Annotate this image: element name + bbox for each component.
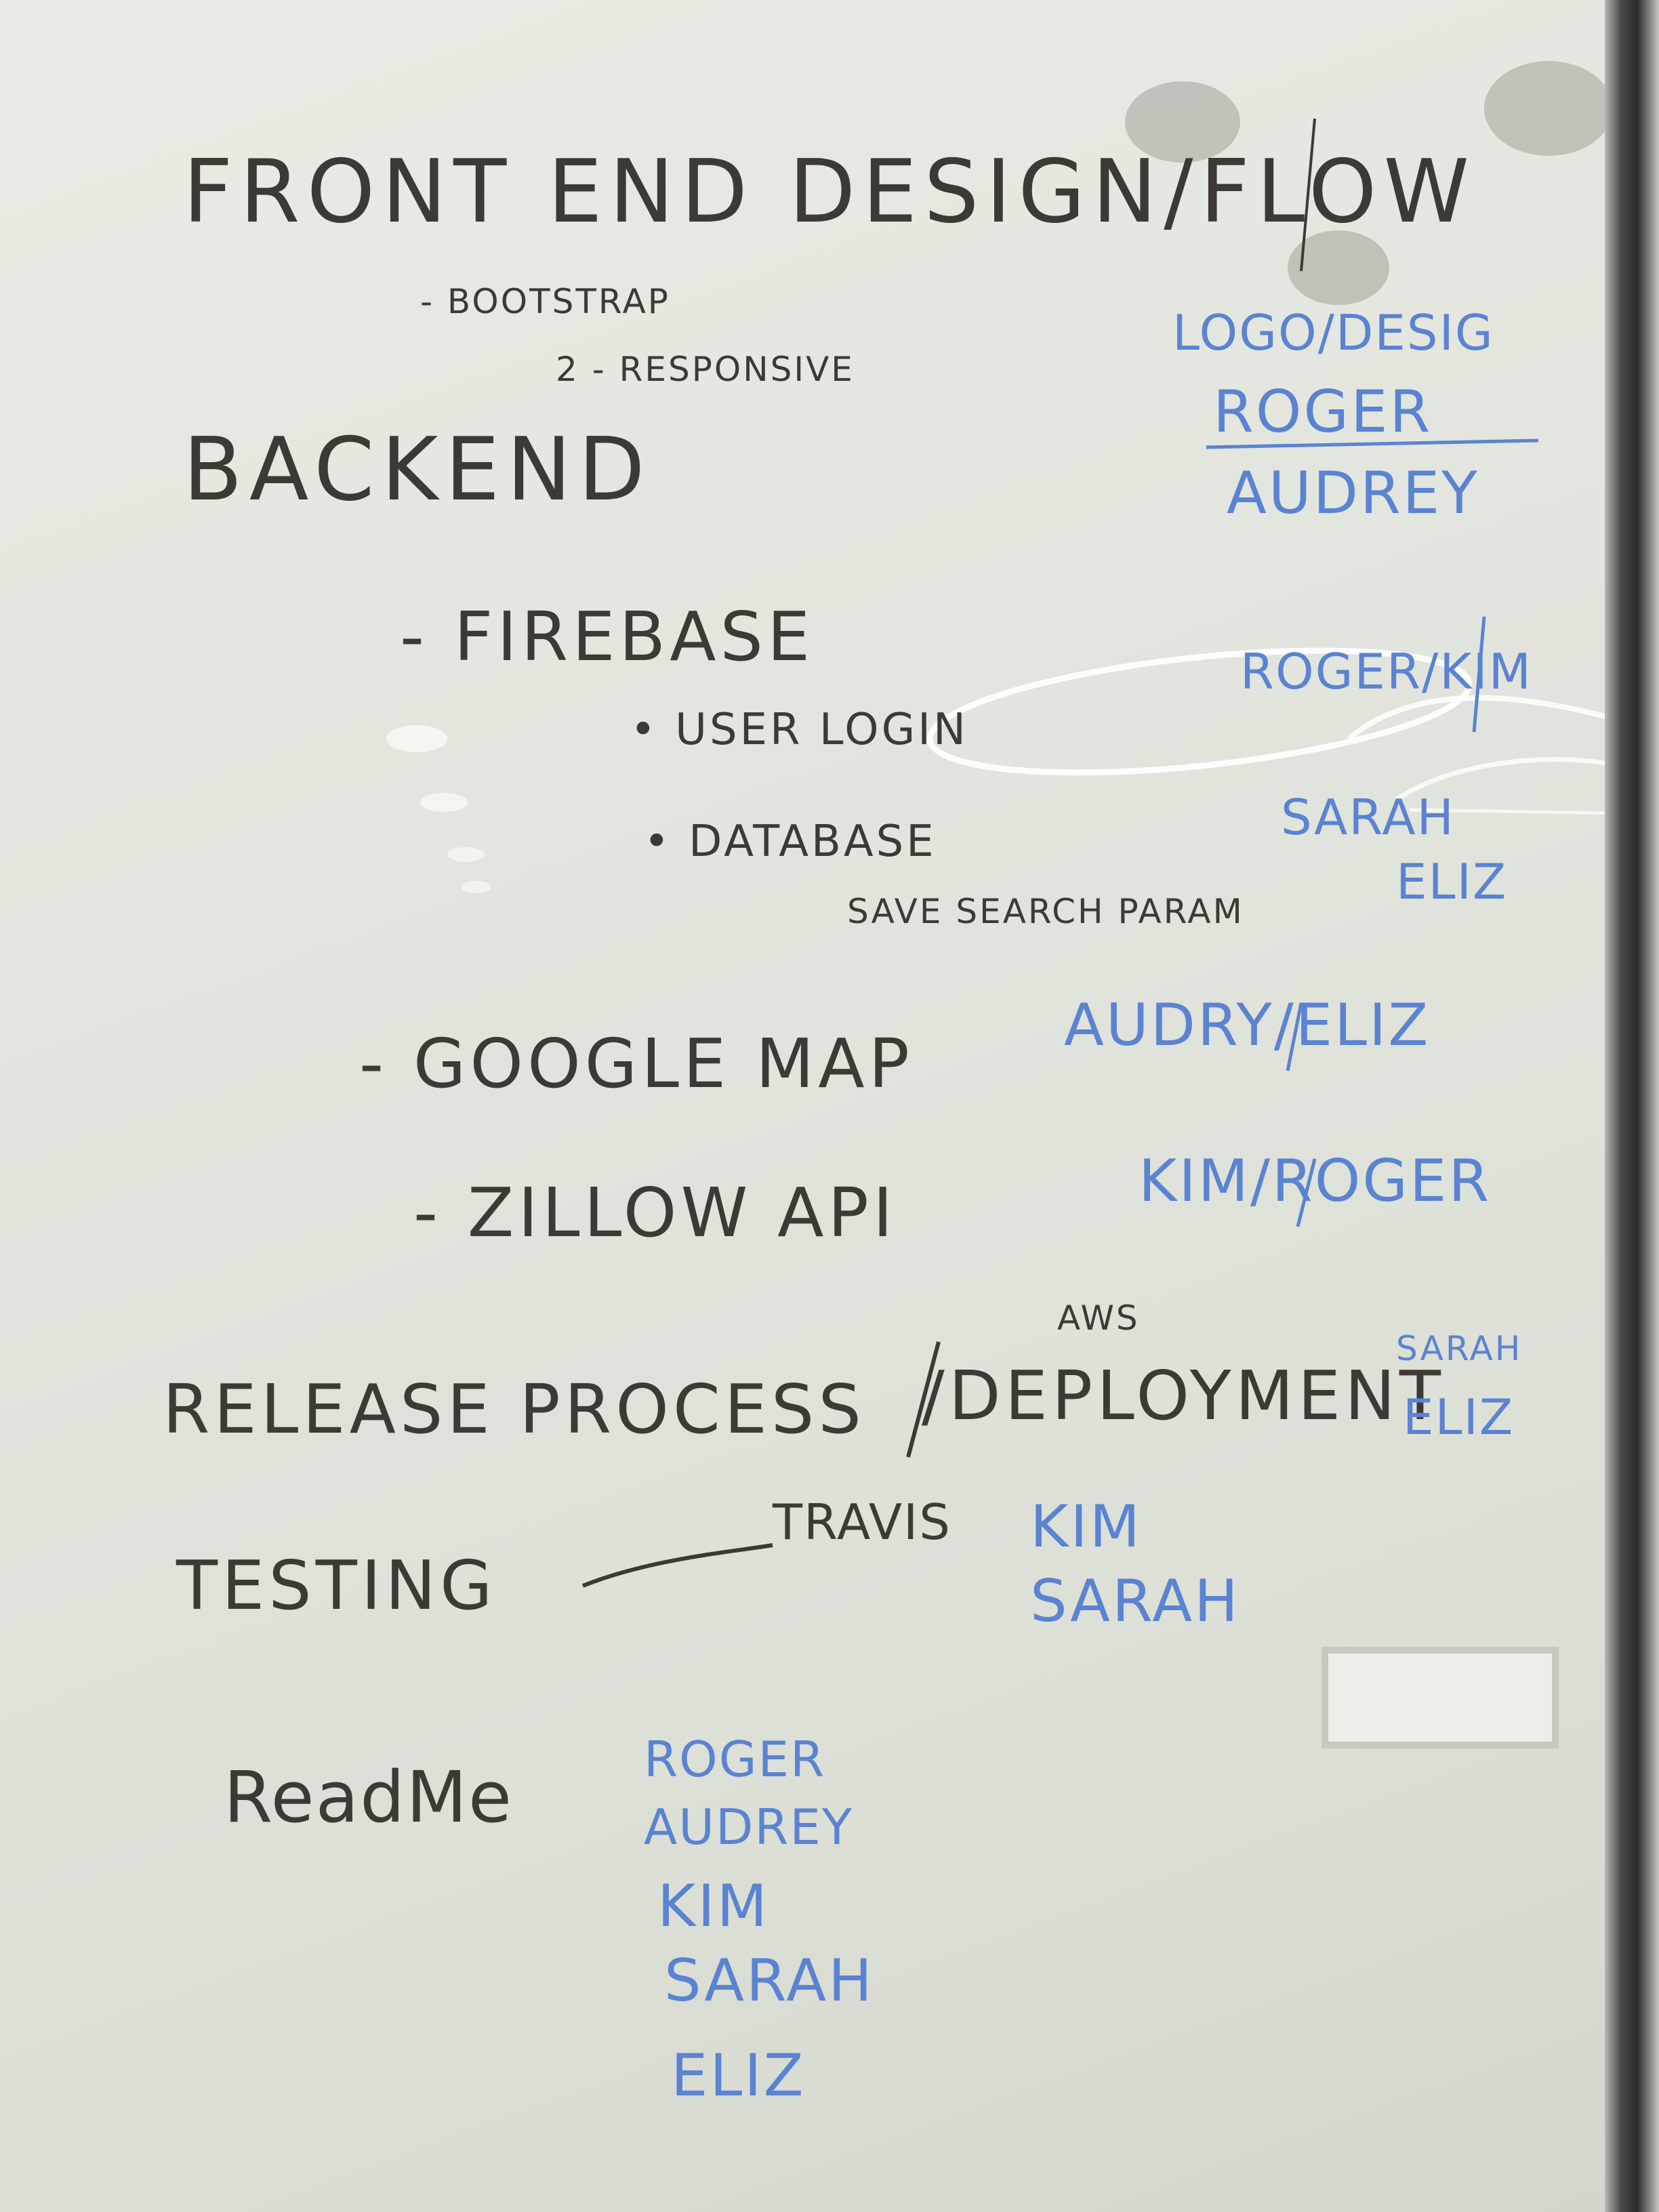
whiteboard-frame-edge <box>1605 0 1659 2212</box>
readme-assignee-sarah: SARAH <box>664 1947 874 2015</box>
readme-assignee-roger: ROGER <box>644 1731 826 1788</box>
backend-zillow-api: - ZILLOW API <box>413 1173 897 1252</box>
front-end-item-responsive: 2 - RESPONSIVE <box>556 350 855 389</box>
readme-assignee-kim: KIM <box>657 1872 769 1940</box>
readme-title: ReadMe <box>224 1756 514 1839</box>
backend-database-note: SAVE SEARCH PARAM <box>847 892 1244 931</box>
database-assignee-eliz: ELIZ <box>1396 853 1508 910</box>
front-end-assignee-logo: LOGO/DESIG <box>1172 304 1494 361</box>
google-map-assignees: AUDRY/ELIZ <box>1064 991 1431 1059</box>
backend-firebase: - FIREBASE <box>400 597 815 676</box>
reflection-rectangle <box>1322 1647 1559 1748</box>
release-assignee-sarah: SARAH <box>1396 1329 1523 1368</box>
backend-database: • DATABASE <box>644 817 937 867</box>
lamp-reflection <box>1484 61 1613 156</box>
release-title-right: /DEPLOYMENT <box>922 1356 1446 1435</box>
front-end-item-bootstrap: - BOOTSTRAP <box>420 282 670 321</box>
testing-assignee-sarah: SARAH <box>1030 1568 1240 1635</box>
database-assignee-sarah: SARAH <box>1281 789 1455 846</box>
backend-google-map: - GOOGLE MAP <box>359 1024 914 1103</box>
readme-assignee-audrey: AUDREY <box>644 1799 853 1856</box>
testing-assignee-kim: KIM <box>1030 1493 1142 1561</box>
testing-title: TESTING <box>176 1546 497 1625</box>
front-end-assignee-roger: ROGER <box>1213 378 1433 446</box>
release-title-left: RELEASE PROCESS <box>163 1370 865 1449</box>
light-reflection <box>461 881 491 893</box>
readme-assignee-eliz: ELIZ <box>671 2042 806 2110</box>
backend-title: BACKEND <box>183 419 652 520</box>
testing-tool-travis: TRAVIS <box>773 1494 951 1551</box>
lamp-reflection <box>1125 81 1240 163</box>
front-end-title: FRONT END DESIGN/FLOW <box>183 142 1476 243</box>
release-aws: AWS <box>1057 1298 1140 1338</box>
release-assignee-eliz: ELIZ <box>1403 1389 1515 1446</box>
light-reflection <box>386 725 447 752</box>
firebase-assignees: ROGER/KIM <box>1240 643 1532 700</box>
backend-user-login: • USER LOGIN <box>630 705 968 755</box>
zillow-assignees: KIM/ROGER <box>1139 1147 1492 1215</box>
light-reflection <box>447 847 485 862</box>
front-end-assignee-audrey: AUDREY <box>1227 459 1479 527</box>
light-reflection <box>420 793 468 812</box>
